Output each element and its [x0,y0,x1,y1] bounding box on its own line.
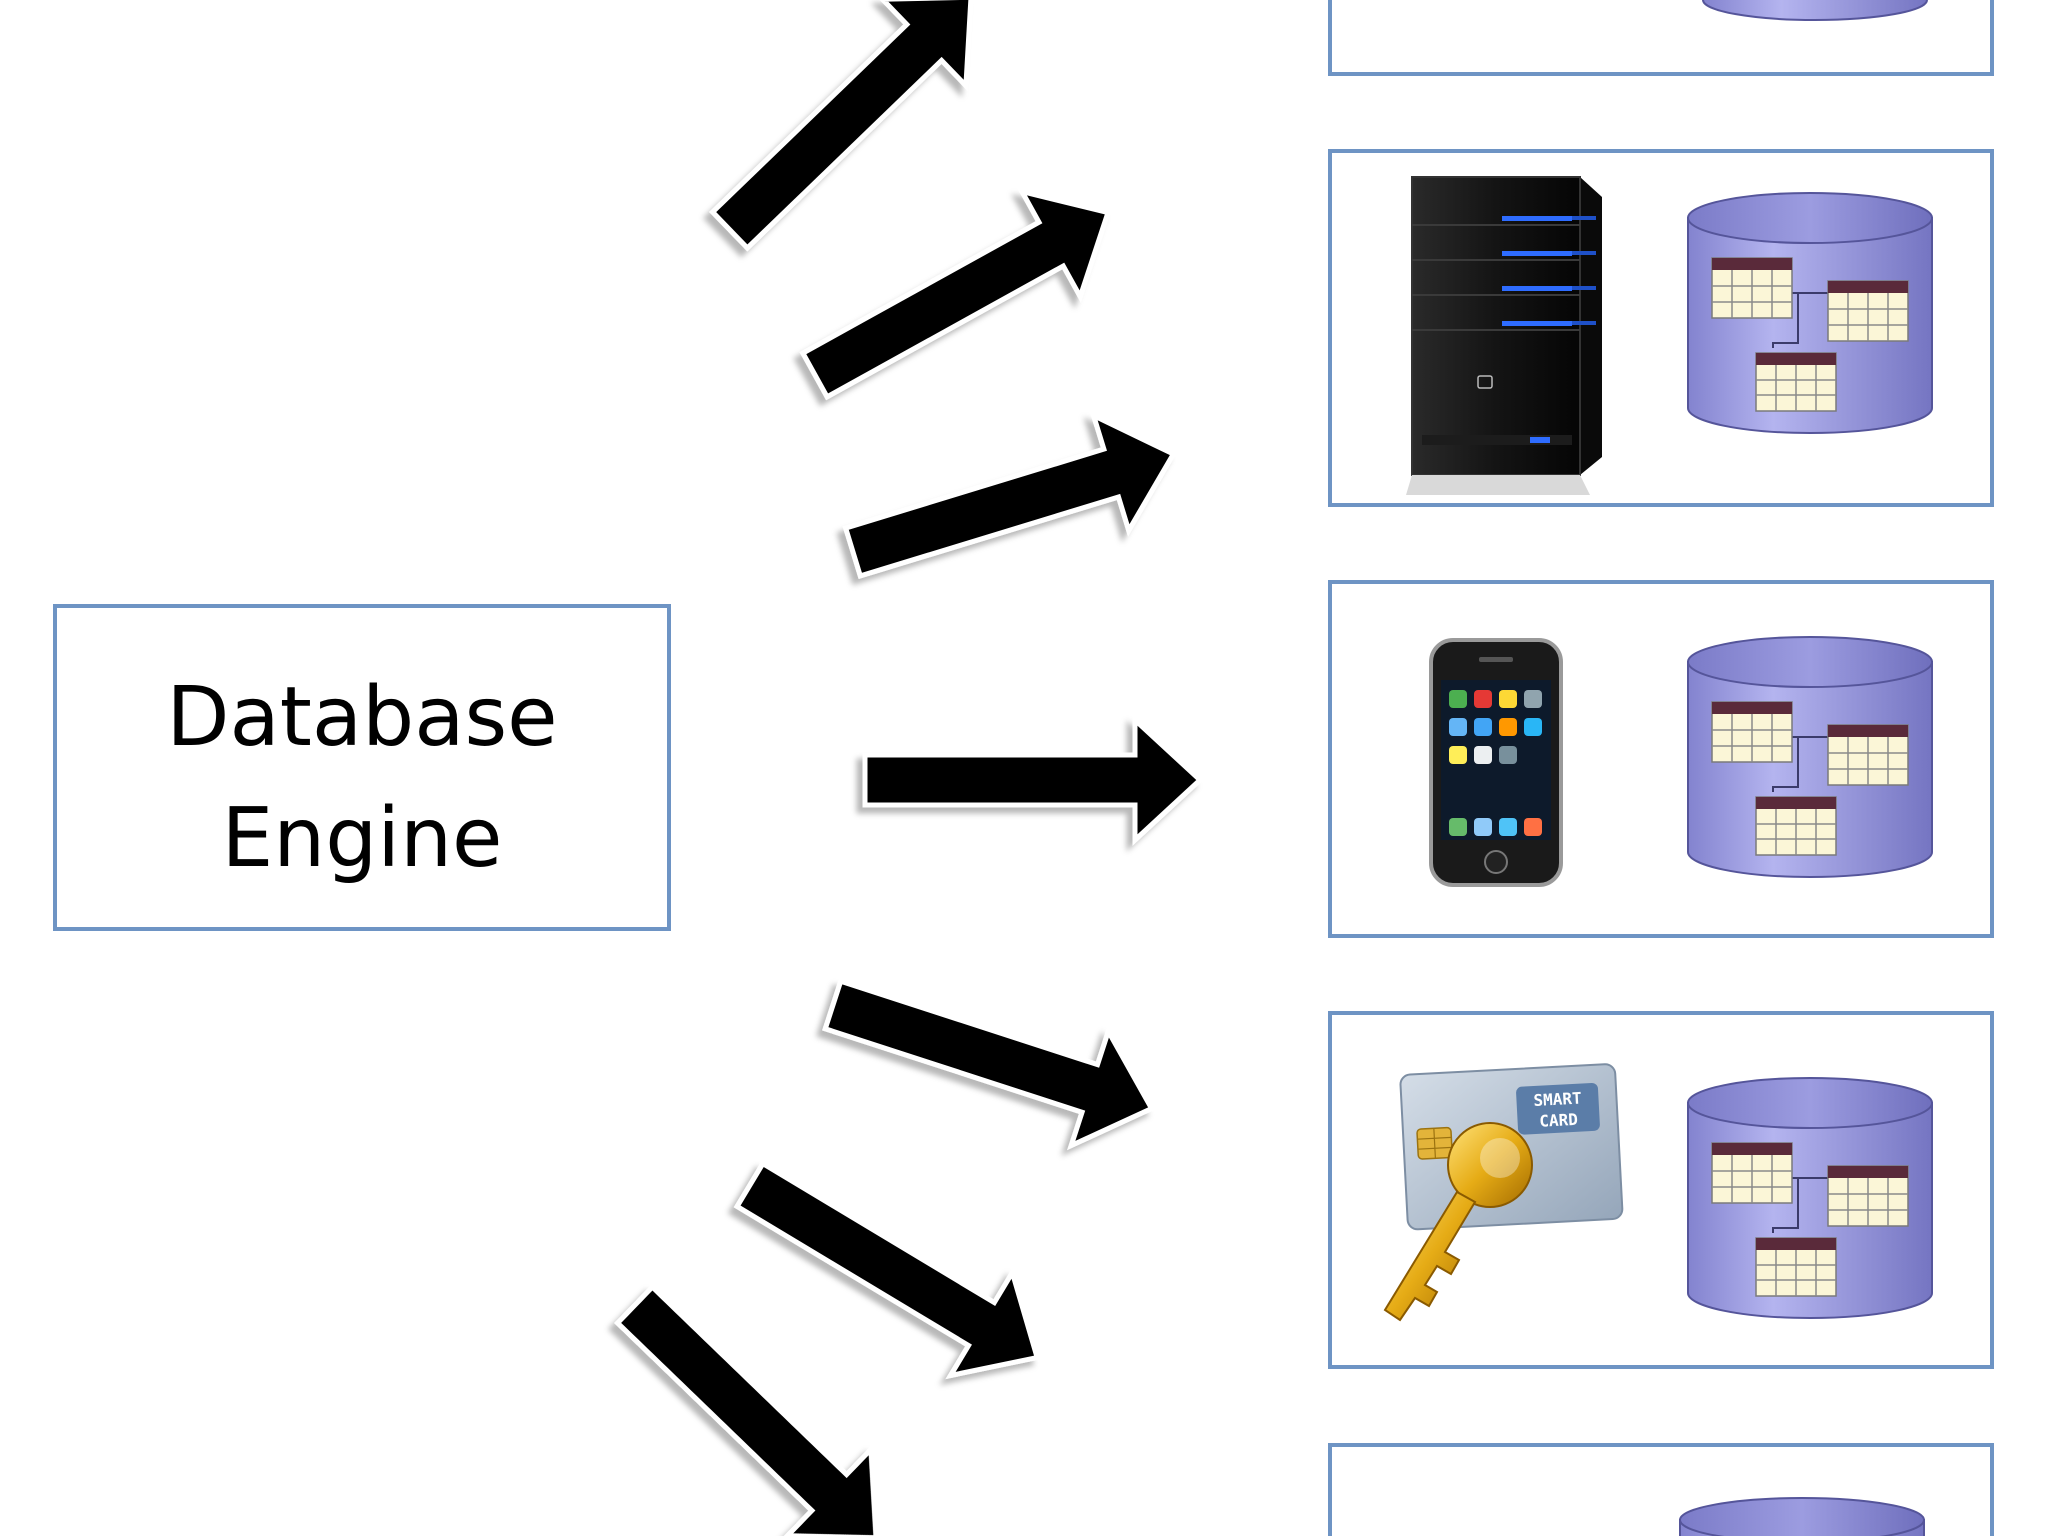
target-box-mobile-phone [1328,580,1994,938]
arrow-down-medium-icon [719,1134,1068,1409]
engine-label-line2: Engine [221,791,502,886]
target-box-smart-card: SMART CARD [1328,1011,1994,1369]
database-cylinder-icon [1687,1077,1933,1319]
smart-card-text-line1: SMART [1533,1089,1582,1110]
arrows [593,0,1200,1536]
database-cylinder-icon [1687,192,1933,434]
arrow-down-shallow-icon [814,948,1170,1166]
arrow-up-shallow-icon [835,397,1190,610]
target-box-database-bottom [1328,1443,1994,1536]
database-cylinder-icon [1702,0,1928,21]
database-cylinder-icon [1679,1497,1925,1536]
database-engine-box: Database Engine [53,604,671,931]
arrow-up-steep-icon [688,0,1012,273]
target-box-server [1328,149,1994,507]
smart-card-key-icon: SMART CARD [1383,1063,1624,1322]
arrow-up-medium-icon [786,160,1137,427]
smart-card-text-line2: CARD [1539,1110,1578,1131]
server-tower-icon [1406,176,1602,495]
arrow-down-steep-icon [593,1262,917,1536]
smartphone-icon [1429,638,1563,887]
engine-label-line1: Database [166,670,557,765]
database-cylinder-icon [1687,636,1933,878]
target-box-database-top [1328,0,1994,76]
arrow-right-icon [865,720,1200,840]
